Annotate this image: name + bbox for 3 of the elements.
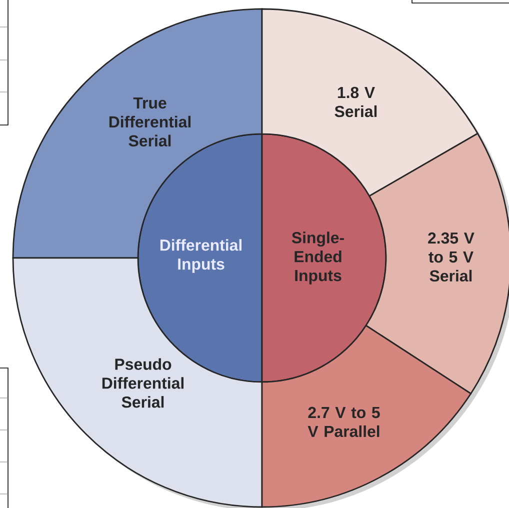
ring-segment: 2.7 V to 5 V Parallel <box>261 324 472 508</box>
ring-segment: 1.8 V Serial <box>261 8 478 197</box>
ring-segment: 2.35 V to 5 V Serial <box>365 132 509 394</box>
